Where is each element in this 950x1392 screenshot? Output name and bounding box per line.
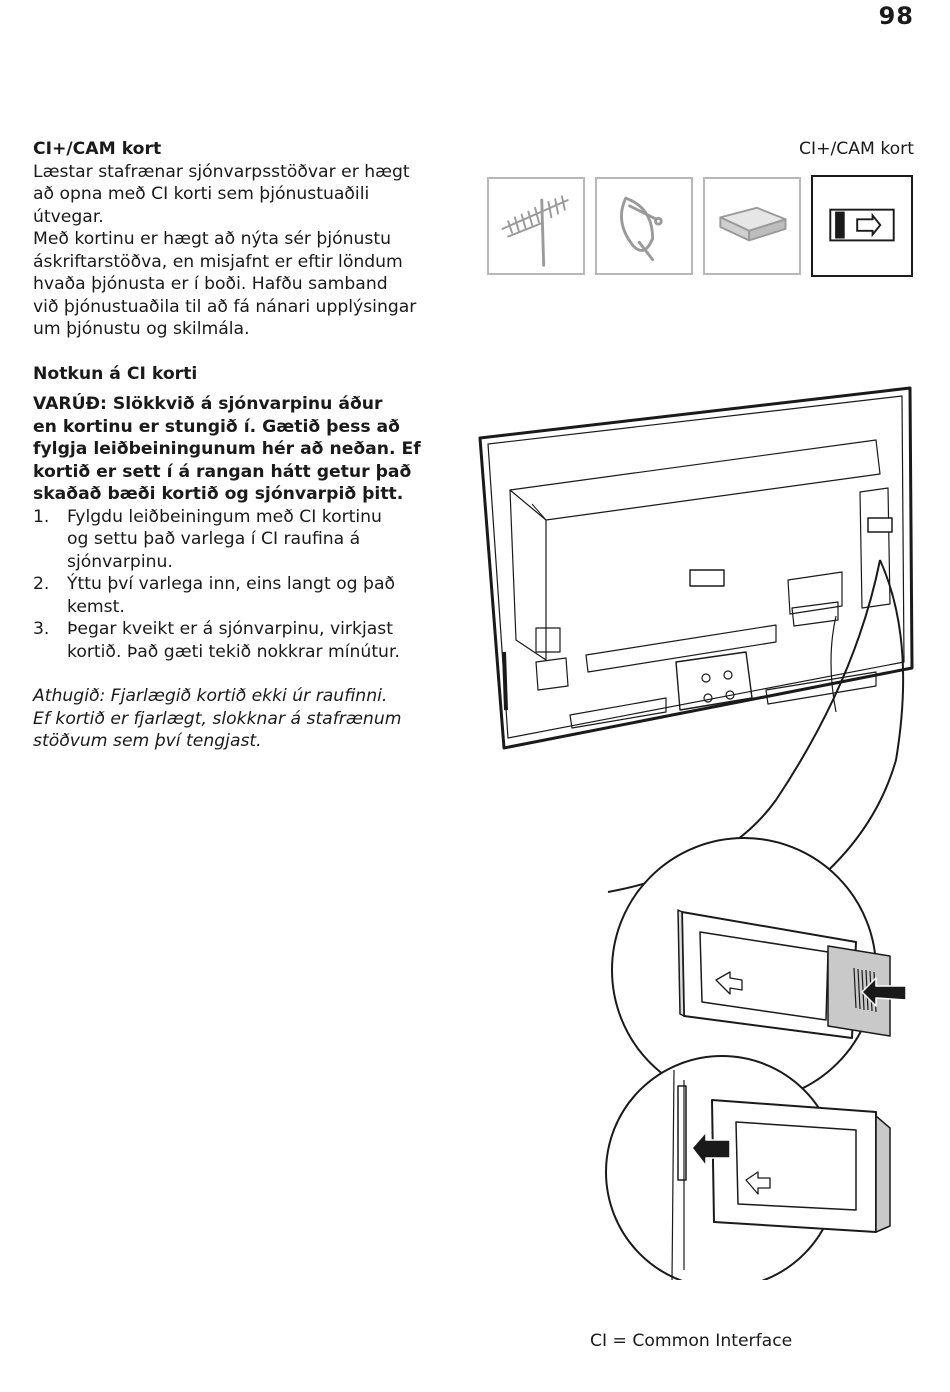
step-number: 1.: [33, 506, 50, 527]
source-icon-row: [487, 175, 915, 279]
intro-line: áskriftarstöðva, en misjafnt er eftir lö…: [33, 251, 403, 272]
warning-paragraph: VARÚÐ: Slökkvið á sjónvarpinu áður en ko…: [33, 393, 463, 506]
card-slot-detail: [605, 1055, 891, 1280]
step-line: Fylgdu leiðbeiningum með CI kortinu: [67, 506, 382, 527]
source-tile-ci-card[interactable]: [811, 175, 913, 277]
card-insertion-detail: [611, 837, 907, 1103]
intro-line: Með kortinu er hægt að nýta sér þjónustu: [33, 229, 391, 249]
intro-line: við þjónustuaðila til að fá nánari upplý…: [33, 296, 417, 317]
intro-line: um þjónustu og skilmála.: [33, 319, 250, 339]
antenna-icon: [501, 195, 569, 267]
note-line: Athugið: Fjarlægið kortið ekki úr raufin…: [33, 686, 388, 706]
note-paragraph: Athugið: Fjarlægið kortið ekki úr raufin…: [33, 685, 463, 753]
step-line: og settu það varlega í CI raufina á: [67, 529, 361, 549]
step-number: 2.: [33, 574, 50, 594]
ci-card-icon: [829, 208, 895, 242]
source-tile-antenna: [487, 177, 585, 275]
ci-cam-label: CI+/CAM kort: [799, 139, 914, 159]
section-heading-usage: Notkun á CI korti: [33, 363, 198, 384]
section-heading-ci-cam: CI+/CAM kort: [33, 139, 162, 159]
intro-line: að opna með CI korti sem þjónustuaðili: [33, 184, 370, 204]
satellite-dish-icon: [620, 196, 663, 262]
step-line: kortið. Það gæti tekið nokkrar mínútur.: [67, 641, 400, 662]
intro-line: útvegar.: [33, 206, 104, 227]
steps-list: 1. Fylgdu leiðbeiningum með CI kortinu o…: [33, 506, 463, 664]
list-item: 3. Þegar kveikt er á sjónvarpinu, virkja…: [33, 618, 463, 663]
step-line: kemst.: [67, 596, 125, 617]
step-line: Ýttu því varlega inn, eins langt og það: [67, 574, 395, 594]
note-line: stöðvum sem því tengjast.: [33, 731, 262, 751]
list-item: 1. Fylgdu leiðbeiningum með CI kortinu o…: [33, 506, 463, 574]
page-number: 98: [878, 2, 914, 30]
footer-note: CI = Common Interface: [590, 1331, 793, 1351]
warning-line: fylgja leiðbeiningunum hér að neðan. Ef: [33, 439, 421, 459]
step-line: sjónvarpinu.: [67, 551, 173, 572]
source-tile-satellite: [595, 177, 693, 275]
warning-line: VARÚÐ: Slökkvið á sjónvarpinu áður: [33, 394, 383, 414]
intro-line: Læstar stafrænar sjónvarpsstöðvar er hæg…: [33, 161, 410, 182]
note-line: Ef kortið er fjarlægt, slokknar á stafræ…: [33, 708, 402, 729]
tv-ci-card-insertion-illustration: [478, 386, 914, 1280]
intro-paragraph: Læstar stafrænar sjónvarpsstöðvar er hæg…: [33, 161, 463, 341]
warning-line: skaðað bæði kortið og sjónvarpið þitt.: [33, 484, 404, 504]
source-tile-set-top-box: [703, 177, 801, 275]
warning-line: kortið er sett í á rangan hátt getur það: [33, 461, 412, 482]
step-line: Þegar kveikt er á sjónvarpinu, virkjast: [67, 619, 393, 639]
list-item: 2. Ýttu því varlega inn, eins langt og þ…: [33, 573, 463, 618]
tv-back-panel: [478, 386, 914, 750]
set-top-box-icon: [719, 206, 787, 242]
step-number: 3.: [33, 619, 50, 639]
instructions-column: CI+/CAM kort Læstar stafrænar sjónvarpss…: [33, 138, 463, 753]
warning-line: en kortinu er stungið í. Gætið þess að: [33, 416, 400, 437]
intro-line: hvaða þjónusta er í boði. Hafðu samband: [33, 274, 388, 294]
